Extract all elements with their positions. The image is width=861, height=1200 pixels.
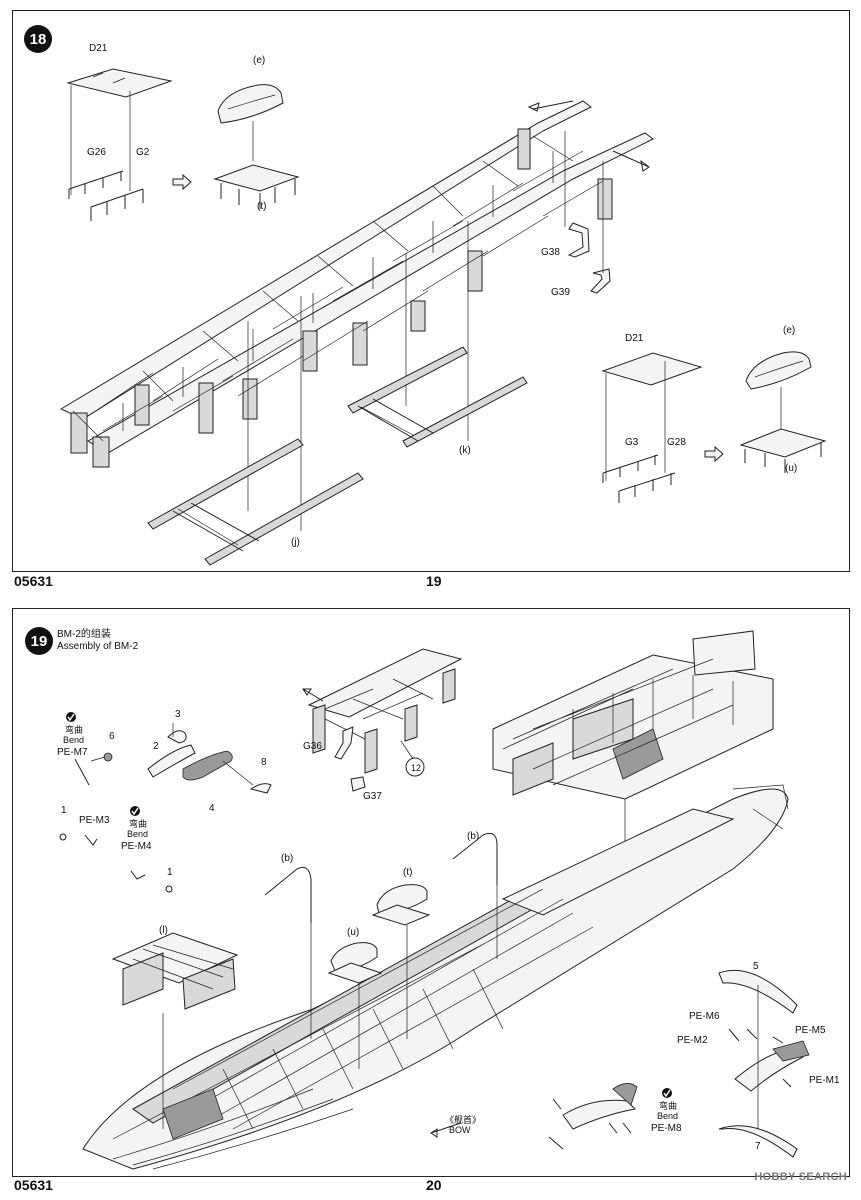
step-18-number: 18 bbox=[30, 31, 47, 48]
label-pe-m7: PE-M7 bbox=[57, 747, 88, 758]
label-12: 12 bbox=[411, 763, 421, 773]
label-pe-m3: PE-M3 bbox=[79, 815, 110, 826]
label-8: 8 bbox=[261, 757, 267, 768]
bend-icon-3 bbox=[662, 1088, 672, 1098]
label-pe-m8: PE-M8 bbox=[651, 1123, 682, 1134]
label-t: (t) bbox=[257, 201, 266, 212]
label-pe-m6: PE-M6 bbox=[689, 1011, 720, 1022]
davits-boats bbox=[111, 832, 498, 1129]
bend-icon-2 bbox=[130, 806, 140, 816]
label-2: 2 bbox=[153, 741, 159, 752]
subassembly-t bbox=[66, 68, 300, 221]
label-j: (j) bbox=[291, 537, 300, 548]
label-u-b: (u) bbox=[347, 927, 359, 938]
label-4: 4 bbox=[209, 803, 215, 814]
label-g28: G28 bbox=[667, 437, 686, 448]
label-pe-m5: PE-M5 bbox=[795, 1025, 826, 1036]
step-19-title-en: Assembly of BM-2 bbox=[57, 641, 139, 652]
label-g3: G3 bbox=[625, 437, 639, 448]
aircraft-bottom bbox=[430, 1083, 672, 1150]
subassembly-k bbox=[347, 346, 528, 448]
label-e-right: (e) bbox=[783, 325, 795, 336]
label-g37: G37 bbox=[363, 791, 382, 802]
label-g39: G39 bbox=[551, 287, 570, 298]
label-g2: G2 bbox=[136, 147, 150, 158]
label-bow: BOW bbox=[449, 1125, 471, 1135]
bend-icon bbox=[66, 712, 76, 722]
label-pe-m1: PE-M1 bbox=[809, 1075, 840, 1086]
label-pe-m4: PE-M4 bbox=[121, 841, 152, 852]
step-18-badge: 18 bbox=[24, 25, 52, 53]
label-b: (b) bbox=[281, 853, 293, 864]
aircraft-right bbox=[718, 969, 810, 1158]
label-6: 6 bbox=[109, 731, 115, 742]
label-bend-2: Bend bbox=[127, 829, 148, 839]
label-g26: G26 bbox=[87, 147, 106, 158]
page-number-top: 19 bbox=[426, 573, 442, 589]
label-t-b: (t) bbox=[403, 867, 412, 878]
label-bend-cn-3: 弯曲 bbox=[659, 1100, 677, 1111]
label-e: (e) bbox=[253, 55, 265, 66]
label-l: (l) bbox=[159, 925, 168, 936]
subassembly-j bbox=[147, 438, 364, 566]
step-19-title-cn: BM-2的组装 bbox=[57, 627, 111, 640]
step-19-diagram: 19 BM-2的组装 Assembly of BM-2 bbox=[25, 627, 840, 1170]
step-18-diagram: 18 bbox=[24, 25, 827, 566]
label-bend-cn-1: 弯曲 bbox=[65, 724, 83, 735]
step-19-number: 19 bbox=[31, 633, 48, 650]
watermark: HOBBY SEARCH bbox=[754, 1171, 847, 1183]
label-g38: G38 bbox=[541, 247, 560, 258]
label-bend-cn-2: 弯曲 bbox=[129, 818, 147, 829]
truss-frame bbox=[59, 100, 654, 531]
label-bow-cn: 《舰首》 bbox=[445, 1114, 481, 1125]
label-bend-3: Bend bbox=[657, 1111, 678, 1121]
label-d21: D21 bbox=[89, 43, 108, 54]
ship-hull bbox=[82, 784, 789, 1170]
superstructure-bridge bbox=[492, 630, 774, 879]
label-d21-right: D21 bbox=[625, 333, 644, 344]
step-19-badge: 19 bbox=[25, 627, 53, 655]
page-code-bottom: 05631 bbox=[14, 1177, 53, 1193]
label-g36: G36 bbox=[303, 741, 322, 752]
label-b-b: (b) bbox=[467, 831, 479, 842]
label-7: 7 bbox=[755, 1141, 761, 1152]
page-number-bottom: 20 bbox=[426, 1177, 442, 1193]
label-1: 1 bbox=[61, 805, 67, 816]
subassembly-u bbox=[601, 351, 827, 503]
label-pe-m2: PE-M2 bbox=[677, 1035, 708, 1046]
truss-frame-small bbox=[302, 648, 463, 792]
label-bend-1: Bend bbox=[63, 735, 84, 745]
step-19-panel: 19 BM-2的组装 Assembly of BM-2 bbox=[12, 608, 850, 1177]
label-1-b: 1 bbox=[167, 867, 173, 878]
step-18-panel: 18 bbox=[12, 10, 850, 572]
step-19-labels: 弯曲 Bend PE-M7 6 3 2 4 8 1 PE-M3 弯曲 Bend … bbox=[57, 709, 840, 1152]
label-k: (k) bbox=[459, 445, 471, 456]
step-18-labels: D21 G26 G2 (e) (t) G38 G39 D21 G3 G28 (e… bbox=[87, 43, 797, 548]
label-3: 3 bbox=[175, 709, 181, 720]
label-u: (u) bbox=[785, 463, 797, 474]
page-code-top: 05631 bbox=[14, 573, 53, 589]
plane-small-parts bbox=[59, 712, 272, 893]
label-5: 5 bbox=[753, 961, 759, 972]
